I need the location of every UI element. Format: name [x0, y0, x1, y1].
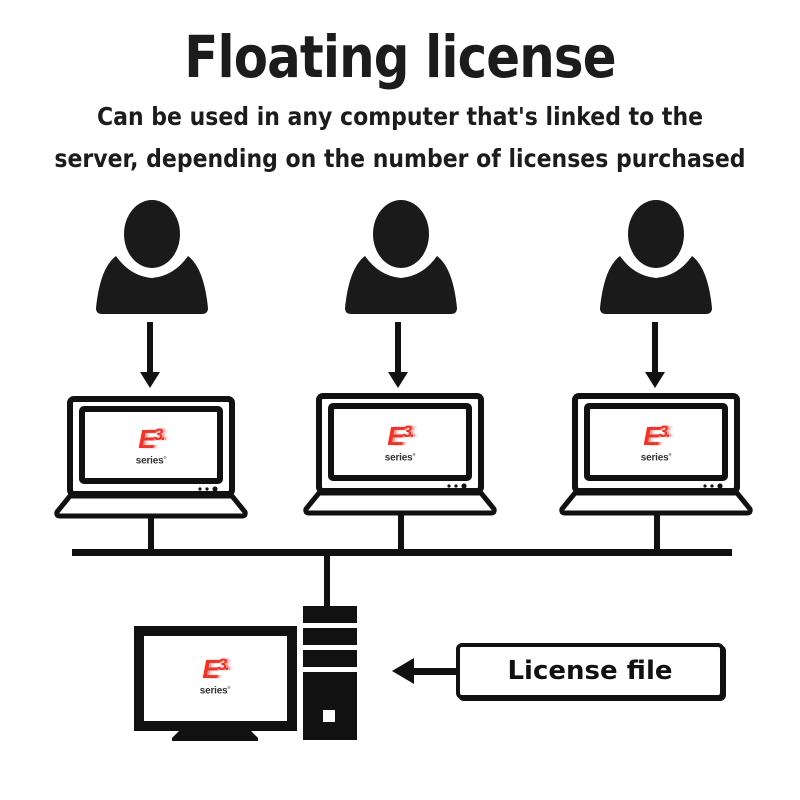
e3-series-logo-server: E3. series® [199, 654, 231, 697]
e3-series-logo: E3. series® [640, 421, 672, 464]
page-title: Floating license [184, 23, 616, 91]
user-icon-1 [96, 200, 208, 314]
e3-series-logo: E3. series® [135, 424, 167, 467]
subtitle-line-1: Can be used in any computer that's linke… [96, 102, 704, 131]
user-icon-3 [600, 200, 712, 314]
subtitle-line-2: server, depending on the number of licen… [54, 144, 746, 173]
e3-series-logo: E3. series® [384, 421, 416, 464]
license-file-box: License file [456, 643, 724, 699]
page-subtitle: Can be used in any computer that's linke… [48, 96, 752, 180]
license-file-label: License file [507, 656, 673, 686]
user-icon-2 [345, 200, 457, 314]
